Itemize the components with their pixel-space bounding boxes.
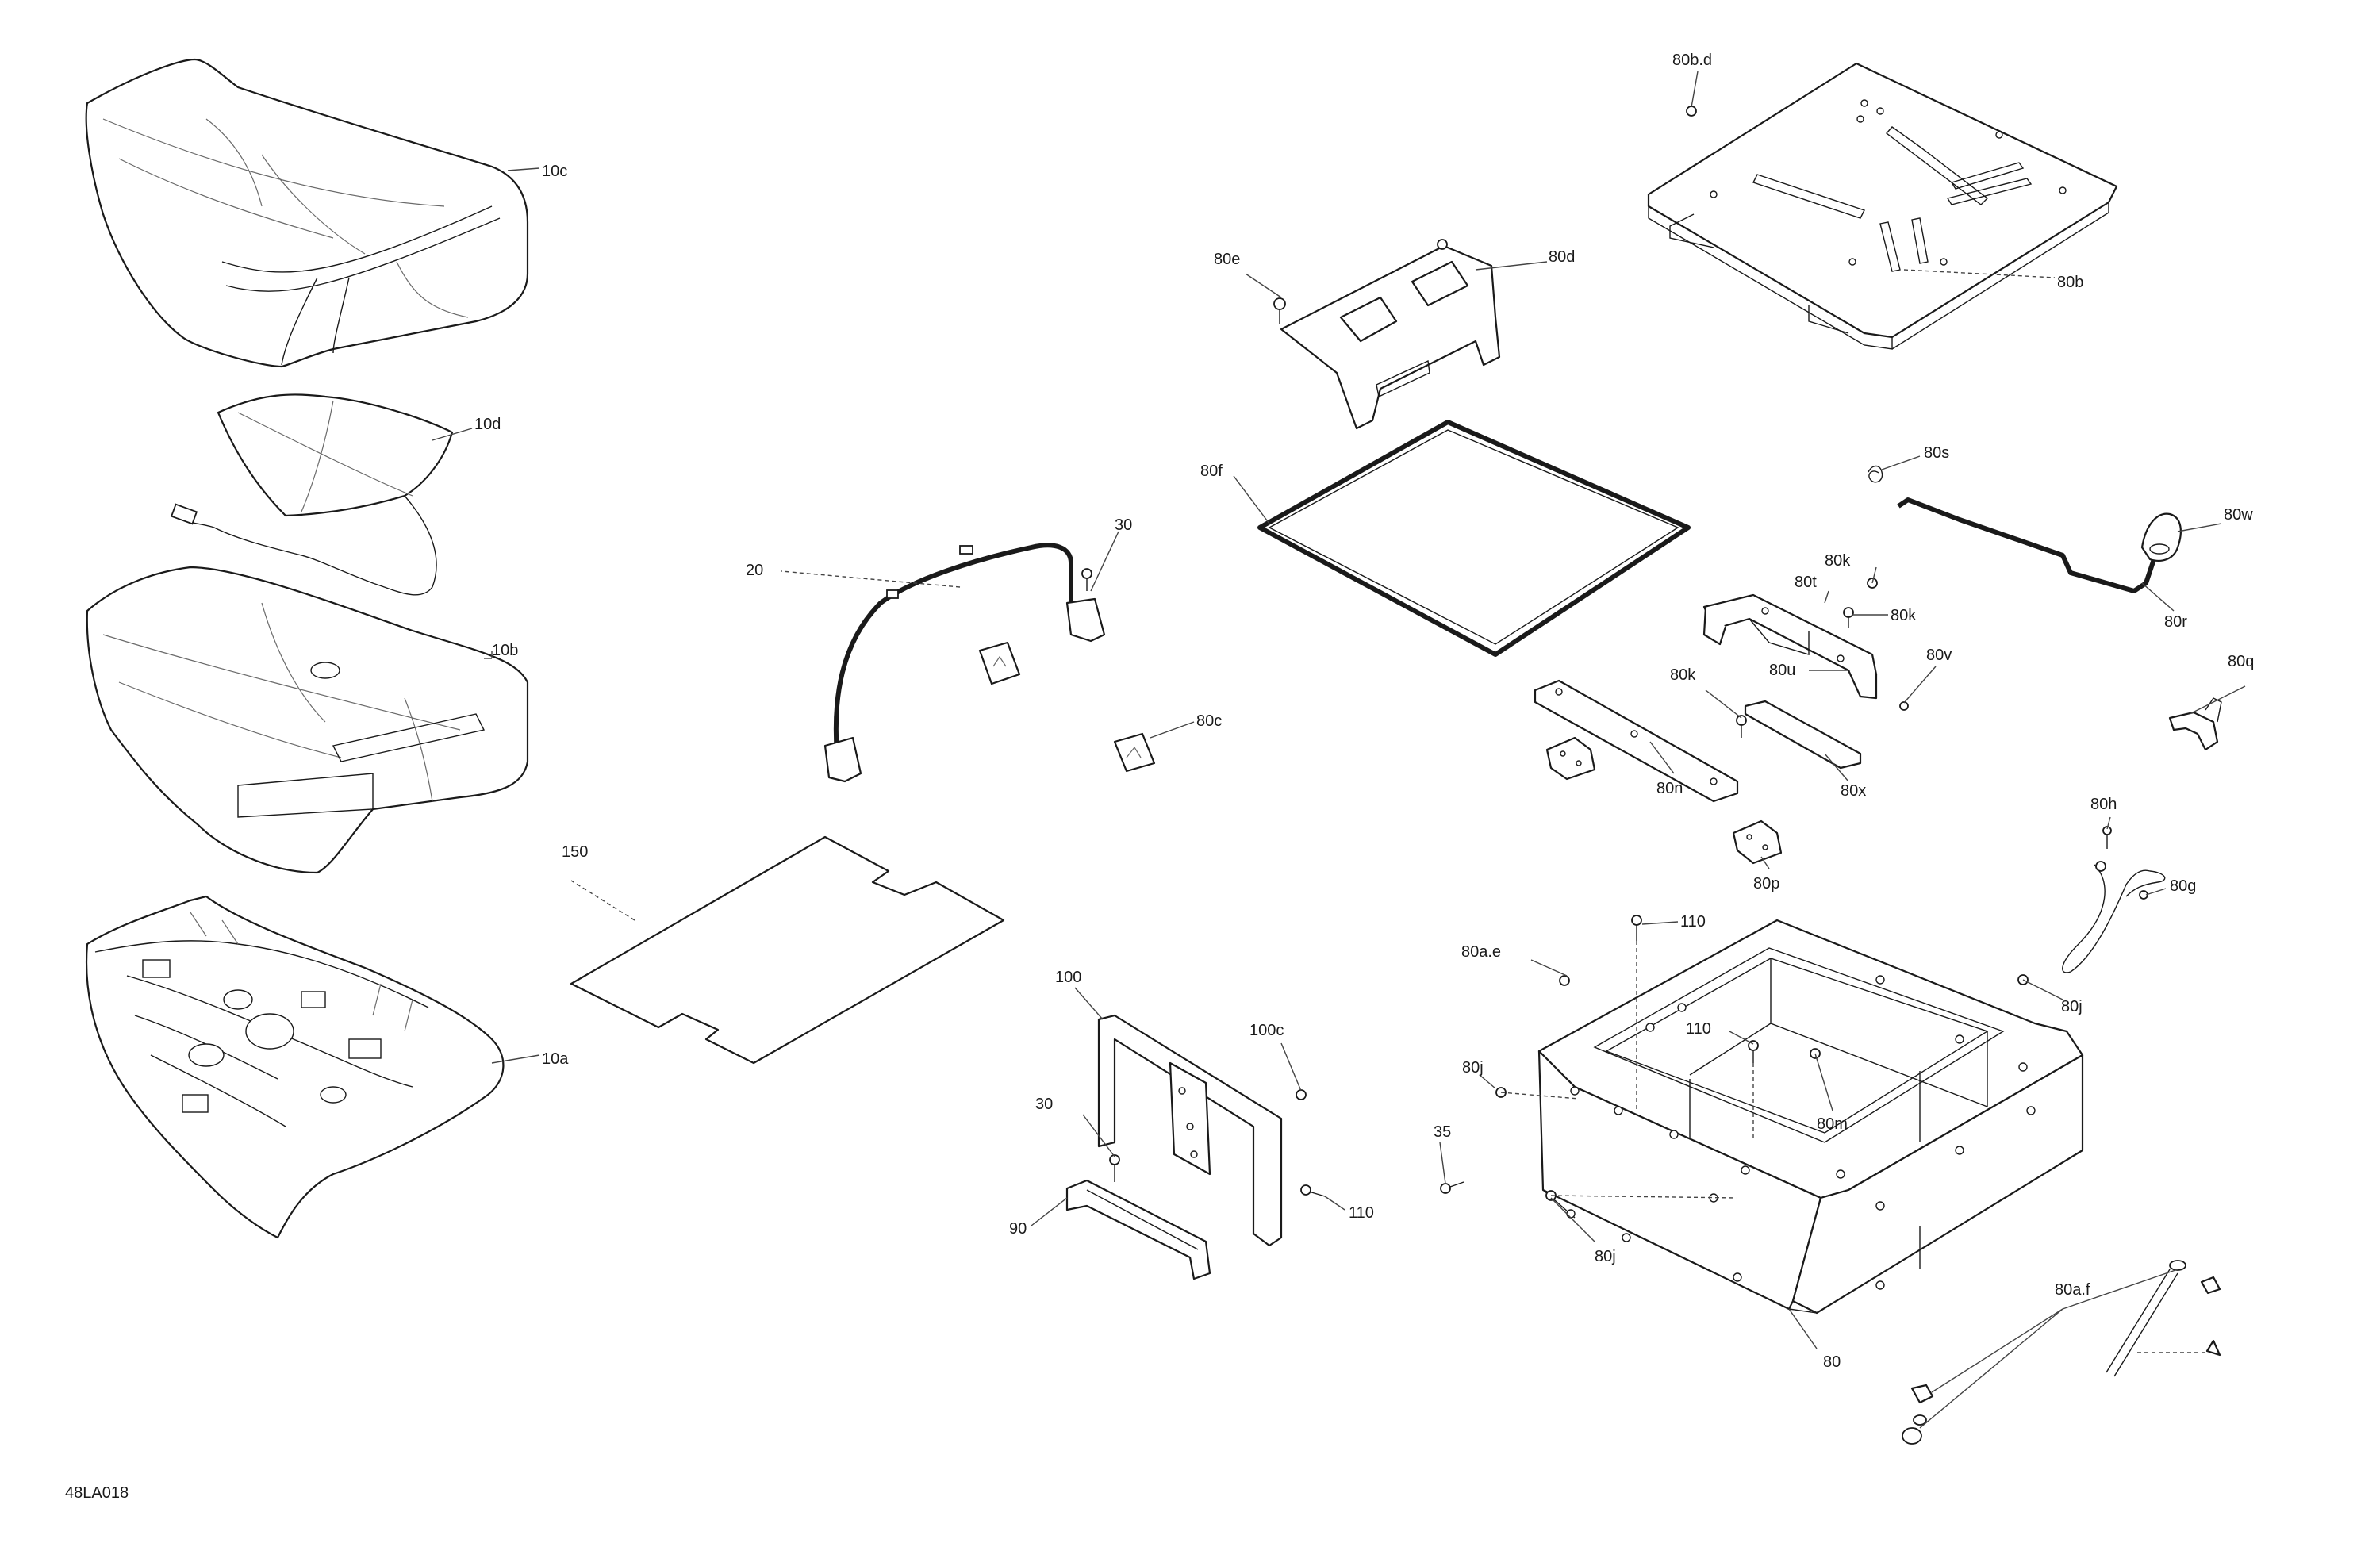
nut-100c[interactable] [1296,1089,1307,1100]
diagram-reference: 48LA018 [65,1484,129,1502]
seat-cover-10c[interactable] [85,58,529,368]
callout-80x[interactable]: 80x [1841,782,1866,800]
callout-80f[interactable]: 80f [1200,463,1223,480]
knob-80w[interactable] [2140,512,2182,562]
screw-80h[interactable] [2102,826,2112,849]
heater-pad-10d[interactable] [170,393,454,596]
callout-35[interactable]: 35 [1434,1123,1451,1141]
callout-80d[interactable]: 80d [1549,248,1575,266]
seal-80f[interactable] [1257,420,1691,657]
callout-80e[interactable]: 80e [1214,251,1240,268]
latch-rod-80r[interactable] [1897,497,2160,593]
nut-80ae[interactable] [1559,975,1570,986]
callout-80u[interactable]: 80u [1769,662,1795,679]
callout-80v[interactable]: 80v [1926,647,1952,664]
callout-80k-mid[interactable]: 80k [1891,607,1917,624]
screw-110-box-upper[interactable] [1631,915,1642,941]
screw-30-lower[interactable] [1109,1154,1120,1182]
nut-80bd[interactable] [1686,106,1697,117]
callout-80c[interactable]: 80c [1196,712,1222,730]
cover-80d[interactable] [1280,239,1501,430]
screw-30-upper[interactable] [1081,568,1092,591]
callout-10a[interactable]: 10a [542,1050,569,1068]
seat-base-10a[interactable] [85,895,505,1239]
callout-30-lower[interactable]: 30 [1035,1096,1053,1113]
callout-80[interactable]: 80 [1823,1353,1841,1371]
callout-80af[interactable]: 80a.f [2055,1281,2090,1299]
screw-80e[interactable] [1273,297,1286,324]
latch-80t[interactable] [1702,593,1878,700]
callout-80w[interactable]: 80w [2224,506,2253,524]
callout-150[interactable]: 150 [562,843,588,861]
callout-80m[interactable]: 80m [1817,1115,1848,1133]
nut-80v[interactable] [1899,701,1909,711]
callout-80k-low[interactable]: 80k [1670,666,1696,684]
leg-pins-80af[interactable] [1902,1260,2221,1445]
callout-110-top[interactable]: 110 [1680,913,1706,931]
callout-80q[interactable]: 80q [2228,653,2254,670]
callout-80h[interactable]: 80h [2090,796,2117,813]
screw-110-bracket[interactable] [1300,1184,1326,1197]
callout-30-upper[interactable]: 30 [1115,516,1132,534]
callout-80bd[interactable]: 80b.d [1672,52,1712,69]
clip-80c-upper[interactable] [978,641,1021,685]
callout-80j-lower[interactable]: 80j [1595,1248,1616,1265]
screw-80k-c[interactable] [1736,715,1747,738]
callout-80ae[interactable]: 80a.e [1461,943,1501,961]
bracket-80q[interactable] [2168,697,2222,751]
callout-80r[interactable]: 80r [2164,613,2187,631]
floor-mat-150[interactable] [570,835,1005,1065]
grab-handle-20[interactable] [823,543,1106,783]
callout-20[interactable]: 20 [746,562,763,579]
callout-labels: 10c 10d 10b 10a 20 30 80c 80d 80e 80f 80… [474,52,2254,1371]
harness-80g[interactable] [2062,861,2166,973]
callout-80t[interactable]: 80t [1795,574,1817,591]
spring-80s[interactable] [1868,465,1883,483]
hinge-80n-lower[interactable] [1545,736,1596,781]
leader-lines [432,71,2246,1429]
callout-90[interactable]: 90 [1009,1220,1027,1238]
callout-100c[interactable]: 100c [1250,1022,1284,1039]
plate-80n[interactable] [1534,679,1739,803]
callout-100[interactable]: 100 [1055,969,1081,986]
plate-80x[interactable] [1744,700,1862,770]
callout-80p[interactable]: 80p [1753,875,1779,892]
lid-80b[interactable] [1647,62,2118,350]
callout-80k-top[interactable]: 80k [1825,552,1851,570]
callout-80s[interactable]: 80s [1924,444,1949,462]
seat-foam-10b[interactable] [86,566,529,874]
hinge-80p[interactable] [1732,819,1783,865]
storage-box-80[interactable] [1537,919,2084,1315]
callout-110-mid[interactable]: 110 [1686,1020,1711,1038]
callout-80n[interactable]: 80n [1656,780,1683,797]
callout-80g[interactable]: 80g [2170,877,2196,895]
callout-80b[interactable]: 80b [2057,274,2083,291]
bracket-100[interactable] [1097,1014,1283,1247]
callout-10c[interactable]: 10c [542,163,567,180]
clip-80c-lower[interactable] [1113,732,1156,773]
callout-110-bracket[interactable]: 110 [1349,1204,1374,1222]
bracket-90[interactable] [1065,1179,1211,1280]
screw-35[interactable] [1440,1181,1464,1194]
callout-80j-left[interactable]: 80j [1462,1059,1484,1077]
callout-10d[interactable]: 10d [474,416,501,433]
callout-10b[interactable]: 10b [492,642,518,659]
callout-80j-right[interactable]: 80j [2061,998,2082,1015]
screw-80k-b[interactable] [1843,607,1854,628]
